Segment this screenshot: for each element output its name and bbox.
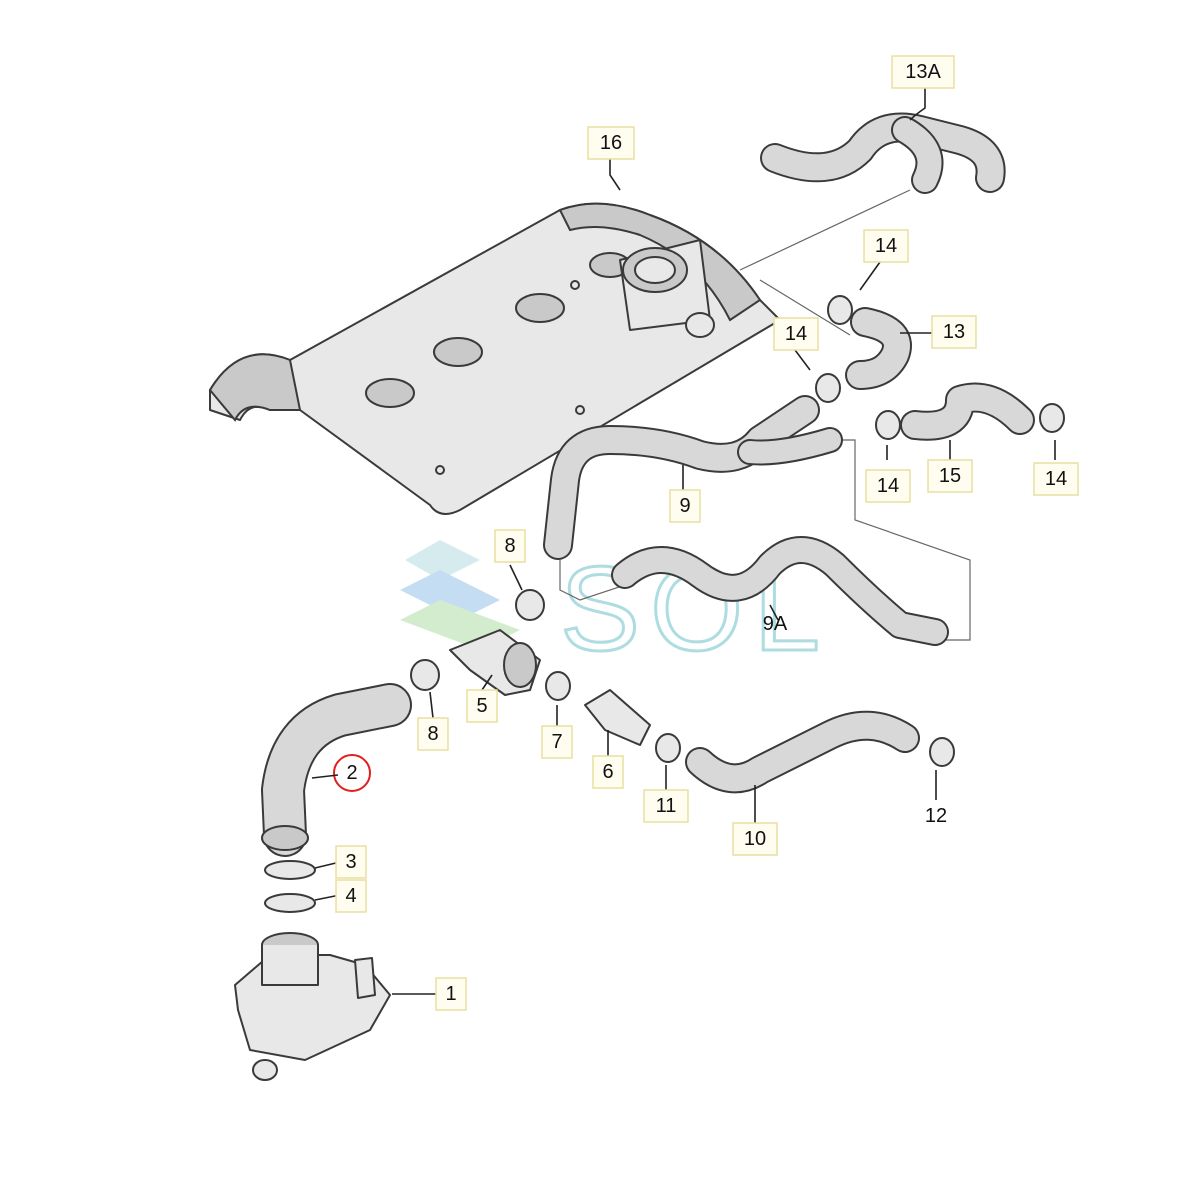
label-9: 9 xyxy=(669,489,701,523)
label-6: 6 xyxy=(592,755,624,789)
label-12: 12 xyxy=(925,805,947,827)
label-16: 16 xyxy=(587,126,635,160)
label-9a: 9A xyxy=(763,613,788,635)
clamp-12 xyxy=(929,737,955,767)
svg-text:14: 14 xyxy=(875,235,897,257)
svg-text:16: 16 xyxy=(600,132,622,154)
svg-text:3: 3 xyxy=(345,851,356,873)
label-8-bottom: 8 xyxy=(417,717,449,751)
connector-5 xyxy=(449,629,541,696)
hose-2 xyxy=(261,683,412,857)
oring-4 xyxy=(264,893,316,913)
valve-cover-16 xyxy=(208,202,781,515)
clamp-11 xyxy=(655,733,681,763)
valve-6 xyxy=(584,689,651,746)
svg-text:10: 10 xyxy=(744,828,766,850)
svg-text:8: 8 xyxy=(504,535,515,557)
label-3: 3 xyxy=(335,845,367,879)
labels: 13A 16 14 13 14 14 15 14 9 8 9A 8 5 7 6 … xyxy=(335,55,1079,1011)
svg-text:8: 8 xyxy=(427,723,438,745)
svg-text:6: 6 xyxy=(602,761,613,783)
highlight-circle-2 xyxy=(333,754,371,792)
label-4: 4 xyxy=(335,879,367,913)
clamps-14 xyxy=(815,295,1065,440)
svg-text:14: 14 xyxy=(877,475,899,497)
label-14-left: 14 xyxy=(865,469,911,503)
label-11: 11 xyxy=(643,789,689,823)
svg-text:13A: 13A xyxy=(905,61,941,83)
label-5: 5 xyxy=(466,689,498,723)
svg-text:14: 14 xyxy=(785,323,807,345)
label-14-right: 14 xyxy=(1033,462,1079,496)
svg-text:9: 9 xyxy=(679,495,690,517)
oring-3 xyxy=(264,860,316,880)
clamps-8 xyxy=(410,589,545,691)
label-15: 15 xyxy=(927,459,973,493)
svg-text:15: 15 xyxy=(939,465,961,487)
hose-10 xyxy=(685,710,920,794)
hose-9a xyxy=(611,536,949,646)
leader-lines xyxy=(311,88,1056,995)
label-13: 13 xyxy=(931,315,977,349)
label-14-mid: 14 xyxy=(773,317,819,351)
svg-text:12: 12 xyxy=(925,805,947,827)
housing-1 xyxy=(234,932,391,1081)
hose-13a xyxy=(760,112,1006,194)
svg-text:7: 7 xyxy=(551,731,562,753)
hose-13 xyxy=(845,307,912,390)
svg-text:14: 14 xyxy=(1045,468,1067,490)
svg-text:13: 13 xyxy=(943,321,965,343)
label-1: 1 xyxy=(435,977,467,1011)
svg-text:1: 1 xyxy=(445,983,456,1005)
hose-9 xyxy=(543,395,843,560)
svg-text:5: 5 xyxy=(476,695,487,717)
clamp-7 xyxy=(545,671,571,701)
hose-15 xyxy=(900,382,1035,441)
label-8-top: 8 xyxy=(494,529,526,563)
svg-text:11: 11 xyxy=(656,795,677,817)
label-13a: 13A xyxy=(891,55,955,89)
label-2: 2 xyxy=(346,762,357,784)
svg-text:4: 4 xyxy=(345,885,356,907)
svg-text:9A: 9A xyxy=(763,613,788,635)
svg-text:2: 2 xyxy=(346,762,357,784)
label-14-top: 14 xyxy=(863,229,909,263)
label-10: 10 xyxy=(732,822,778,856)
label-7: 7 xyxy=(541,725,573,759)
